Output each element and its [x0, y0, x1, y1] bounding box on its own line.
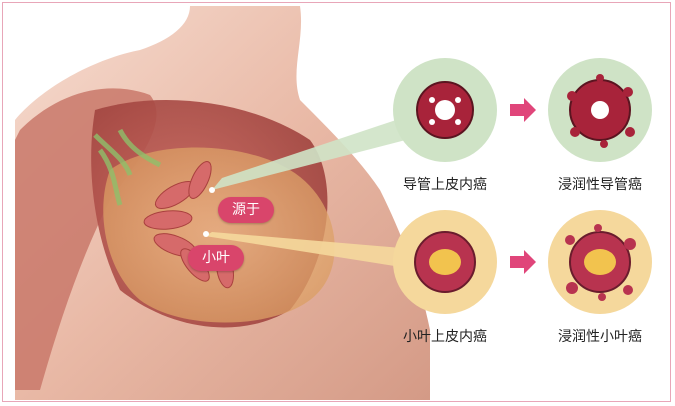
arrow-icon-duct — [510, 98, 536, 122]
caption-lobular-in-situ: 小叶上皮内癌 — [380, 326, 510, 346]
caption-invasive-lobular: 浸润性小叶癌 — [535, 326, 665, 346]
caption-ductal-in-situ: 导管上皮内癌 — [380, 174, 510, 194]
label-lobule: 小叶 — [188, 245, 244, 271]
arrow-icon-lobule — [510, 250, 536, 274]
caption-invasive-ductal: 浸润性导管癌 — [535, 174, 665, 194]
lobule-in-situ-cells — [415, 232, 475, 292]
label-origin: 源于 — [218, 197, 274, 223]
duct-in-situ-cells — [417, 82, 473, 138]
